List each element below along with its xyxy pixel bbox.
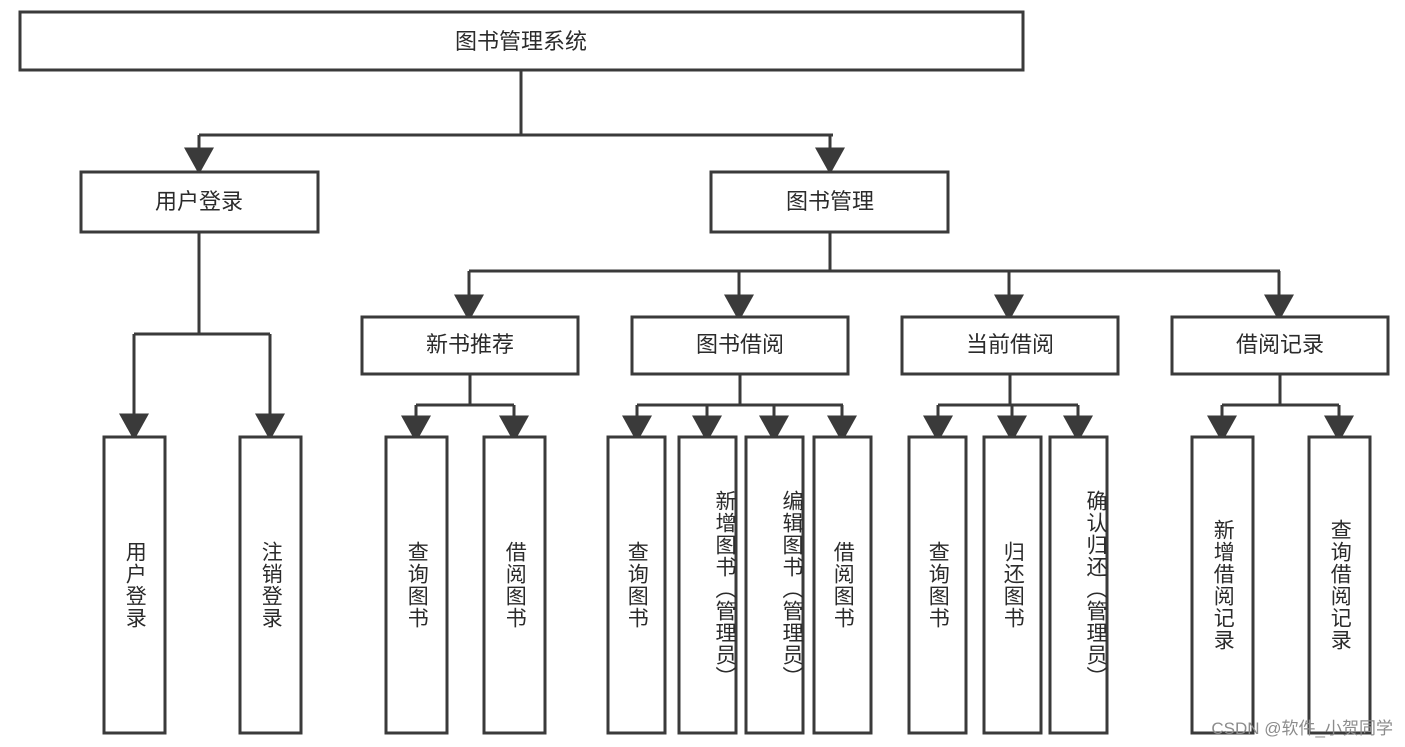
connector-currentborrow-to-leaves [923,374,1093,443]
connector-root-to-level2 [184,70,845,175]
node-leaf-cur-confirm[interactable] [1048,435,1109,735]
node-borrow-record-label: 借阅记录 [1236,332,1324,357]
node-book-borrow[interactable]: 图书借阅 [630,315,850,376]
node-leaf-borrow-do[interactable] [812,435,873,735]
node-user-login[interactable]: 用户登录 [79,170,320,234]
node-current-borrow[interactable]: 当前借阅 [900,315,1120,376]
node-leaf-rec-add[interactable] [1190,435,1255,735]
node-book-manage[interactable]: 图书管理 [709,170,950,234]
connector-userlogin-to-leaves [119,232,285,441]
node-leaf-user-login[interactable] [102,435,167,735]
node-leaf-rec-query[interactable] [384,435,449,735]
node-new-book-rec[interactable]: 新书推荐 [360,315,580,376]
node-leaf-borrow-edit[interactable] [744,435,805,735]
connector-newbookrec-to-leaves [401,374,529,443]
node-root[interactable]: 图书管理系统 [18,10,1025,72]
node-borrow-record[interactable]: 借阅记录 [1170,315,1390,376]
node-leaf-borrow-add[interactable] [677,435,738,735]
node-leaf-rec-search[interactable] [1307,435,1372,735]
connector-bookborrow-to-leaves [622,374,857,443]
connector-bookmanage-to-level3 [454,232,1294,322]
node-user-login-label: 用户登录 [155,189,243,214]
node-leaf-cur-return[interactable] [982,435,1043,735]
node-leaf-borrow-query[interactable] [606,435,667,735]
node-leaf-rec-borrow[interactable] [482,435,547,735]
connector-borrowrecord-to-leaves [1207,374,1354,443]
node-book-manage-label: 图书管理 [786,189,874,214]
csdn-watermark: CSDN @软件_小贺同学 [1211,719,1393,738]
node-leaf-user-logout[interactable] [238,435,303,735]
node-new-book-rec-label: 新书推荐 [426,332,514,357]
node-leaf-cur-query[interactable] [907,435,968,735]
node-book-borrow-label: 图书借阅 [696,332,784,357]
node-root-label: 图书管理系统 [455,29,587,54]
node-current-borrow-label: 当前借阅 [966,332,1054,357]
